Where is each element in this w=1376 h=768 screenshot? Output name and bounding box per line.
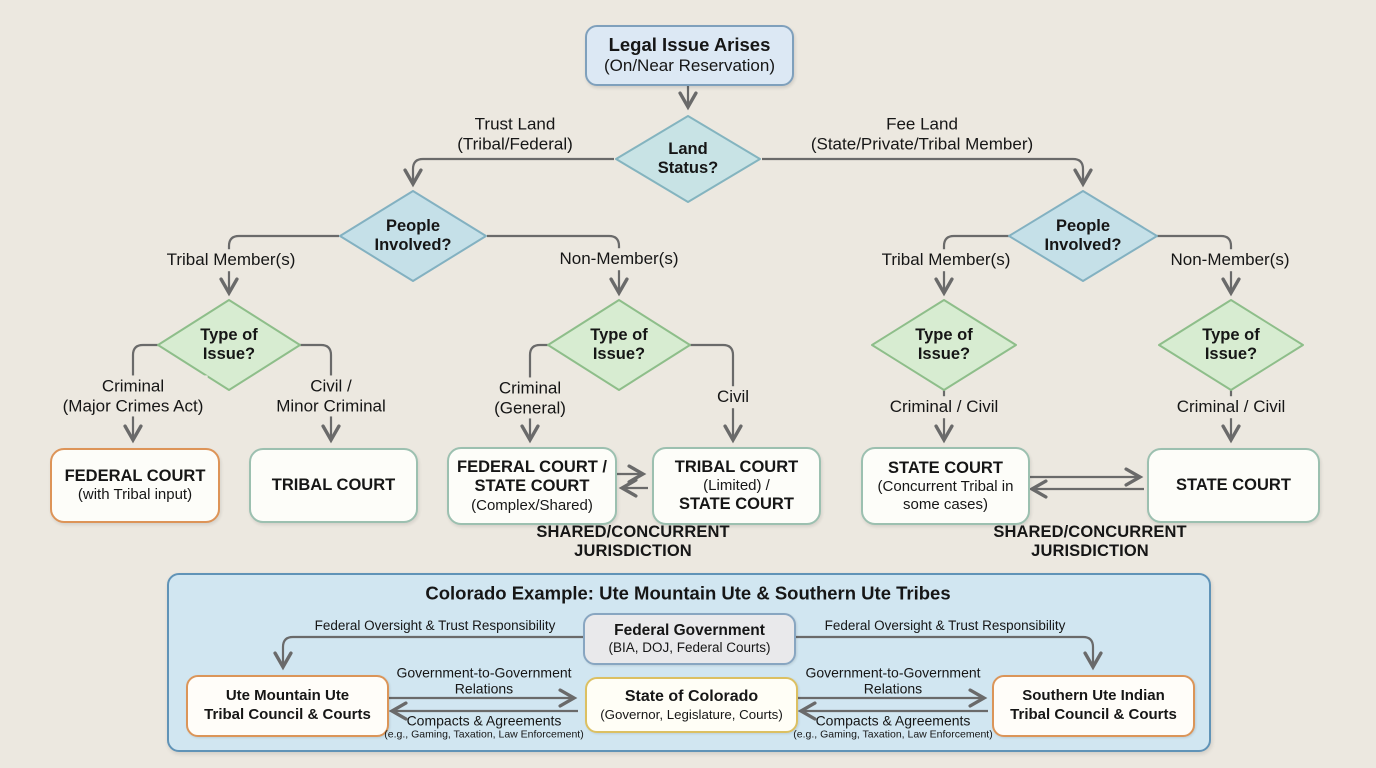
type-of-issue-1-label: Type of Issue? [200, 326, 258, 363]
outcome-tribal-state-court: TRIBAL COURT (Limited) / STATE COURT [652, 447, 821, 525]
compacts-left-label: Compacts & Agreements (e.g., Gaming, Tax… [384, 712, 584, 740]
decision-diamonds [157, 115, 1304, 391]
oversight-right-label: Federal Oversight & Trust Responsibility [824, 618, 1066, 634]
branch-criminal-civil-left-label: Criminal / Civil [885, 396, 1003, 418]
outcome-federal-court: FEDERAL COURT (with Tribal input) [50, 448, 220, 523]
branch-non-member-right-label: Non-Member(s) [1166, 249, 1294, 271]
branch-criminal-general-label: Criminal (General) [490, 377, 570, 419]
ute-mountain-box: Ute Mountain Ute Tribal Council & Courts [186, 675, 389, 737]
branch-criminal-mca-label: Criminal (Major Crimes Act) [58, 375, 208, 417]
branch-civil-minor-label: Civil / Minor Criminal [272, 375, 390, 417]
shared-jurisdiction-right-label: SHARED/CONCURRENT JURISDICTION [993, 523, 1187, 560]
start-node: Legal Issue Arises (On/Near Reservation) [585, 25, 794, 86]
type-of-issue-3-label: Type of Issue? [915, 326, 973, 363]
branch-fee-land-label: Fee Land (State/Private/Tribal Member) [810, 114, 1034, 153]
branch-civil-label: Civil [712, 386, 754, 408]
branch-criminal-civil-right-label: Criminal / Civil [1172, 396, 1290, 418]
branch-tribal-member-left-label: Tribal Member(s) [162, 249, 300, 271]
people-involved-right-label: People Involved? [1044, 217, 1122, 254]
branch-non-member-left-label: Non-Member(s) [555, 248, 683, 270]
outcome-state-court-concurrent: STATE COURT (Concurrent Tribal in some c… [861, 447, 1030, 525]
outcome-federal-state-court: FEDERAL COURT / STATE COURT (Complex/Sha… [447, 447, 617, 525]
state-of-colorado-box: State of Colorado (Governor, Legislature… [585, 677, 798, 733]
outcome-tribal-court: TRIBAL COURT [249, 448, 418, 523]
branch-trust-land-label: Trust Land (Tribal/Federal) [457, 114, 573, 153]
colorado-panel-title: Colorado Example: Ute Mountain Ute & Sou… [425, 582, 951, 604]
southern-ute-box: Southern Ute Indian Tribal Council & Cou… [992, 675, 1195, 737]
start-node-title: Legal Issue Arises [608, 34, 771, 56]
land-status-label: Land Status? [657, 140, 719, 177]
oversight-left-label: Federal Oversight & Trust Responsibility [314, 618, 556, 634]
compacts-right-label: Compacts & Agreements (e.g., Gaming, Tax… [793, 712, 993, 740]
outcome-state-court: STATE COURT [1147, 448, 1320, 523]
branch-tribal-member-right-label: Tribal Member(s) [877, 249, 1015, 271]
type-of-issue-4-label: Type of Issue? [1202, 326, 1260, 363]
shared-jurisdiction-left-label: SHARED/CONCURRENT JURISDICTION [536, 523, 730, 560]
federal-government-box: Federal Government (BIA, DOJ, Federal Co… [583, 613, 796, 665]
g2g-left-label: Government-to-Government Relations [396, 664, 572, 696]
type-of-issue-2-label: Type of Issue? [590, 326, 648, 363]
people-involved-left-label: People Involved? [374, 217, 452, 254]
g2g-right-label: Government-to-Government Relations [805, 664, 981, 696]
start-node-subtitle: (On/Near Reservation) [603, 56, 775, 76]
